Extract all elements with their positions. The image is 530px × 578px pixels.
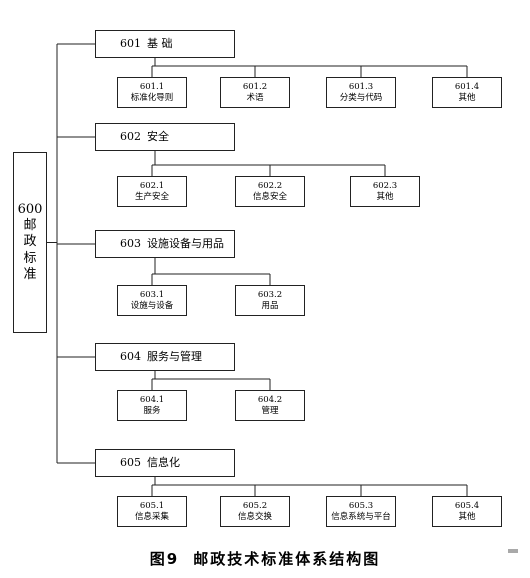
- category-node-604: 604 服务与管理: [95, 343, 235, 371]
- leaf-code: 601.2: [242, 81, 268, 92]
- leaf-code: 604.1: [139, 394, 165, 405]
- category-name: 基 础: [147, 37, 173, 51]
- leaf-name: 其他: [458, 511, 476, 522]
- leaf-code: 603.2: [257, 289, 283, 300]
- leaf-code: 605.1: [139, 500, 165, 511]
- leaf-code: 601.3: [348, 81, 374, 92]
- leaf-code: 605.4: [454, 500, 480, 511]
- figure-title: 邮政技术标准体系结构图: [193, 550, 381, 568]
- leaf-code: 601.4: [454, 81, 480, 92]
- leaf-code: 605.3: [348, 500, 374, 511]
- leaf-code: 604.2: [257, 394, 283, 405]
- leaf-code: 601.1: [139, 81, 165, 92]
- leaf-name: 其他: [458, 92, 476, 103]
- leaf-code: 602.1: [139, 180, 165, 191]
- category-code: 602: [120, 130, 141, 144]
- leaf-name: 服务: [143, 405, 161, 416]
- leaf-name: 设施与设备: [130, 300, 174, 311]
- root-char: 准: [23, 266, 37, 282]
- leaf-code: 602.3: [372, 180, 398, 191]
- leaf-name: 术语: [246, 92, 264, 103]
- leaf-name: 信息系统与平台: [331, 511, 391, 522]
- leaf-code: 602.2: [257, 180, 283, 191]
- leaf-name: 信息安全: [252, 191, 287, 202]
- leaf-name: 分类与代码: [339, 92, 383, 103]
- leaf-name: 信息交换: [237, 511, 272, 522]
- leaf-name: 用品: [261, 300, 279, 311]
- leaf-name: 其他: [376, 191, 394, 202]
- category-node-602: 602 安全: [95, 123, 235, 151]
- root-char: 邮: [23, 218, 37, 234]
- category-node-605: 605 信息化: [95, 449, 235, 477]
- category-code: 605: [120, 456, 141, 470]
- category-name: 安全: [147, 130, 169, 144]
- root-char: 标: [23, 250, 37, 266]
- watermark-logo: [508, 549, 518, 553]
- category-code: 603: [120, 237, 141, 251]
- category-name: 服务与管理: [147, 350, 202, 364]
- leaf-name: 标准化导则: [130, 92, 174, 103]
- figure-number: 图9: [149, 550, 180, 568]
- leaf-name: 生产安全: [134, 191, 169, 202]
- leaf-code: 603.1: [139, 289, 165, 300]
- category-name: 信息化: [147, 456, 180, 470]
- root-node: 600 邮 政 标 准: [13, 152, 47, 333]
- category-name: 设施设备与用品: [147, 237, 224, 251]
- category-code: 604: [120, 350, 141, 364]
- leaf-name: 信息采集: [134, 511, 169, 522]
- root-char: 政: [23, 234, 37, 250]
- category-node-603: 603 设施设备与用品: [95, 230, 235, 258]
- figure-caption: 图9 邮政技术标准体系结构图: [0, 548, 530, 569]
- category-code: 601: [120, 37, 141, 51]
- root-code: 600: [17, 201, 43, 217]
- leaf-name: 管理: [261, 405, 279, 416]
- category-node-601: 601 基 础: [95, 30, 235, 58]
- leaf-code: 605.2: [242, 500, 268, 511]
